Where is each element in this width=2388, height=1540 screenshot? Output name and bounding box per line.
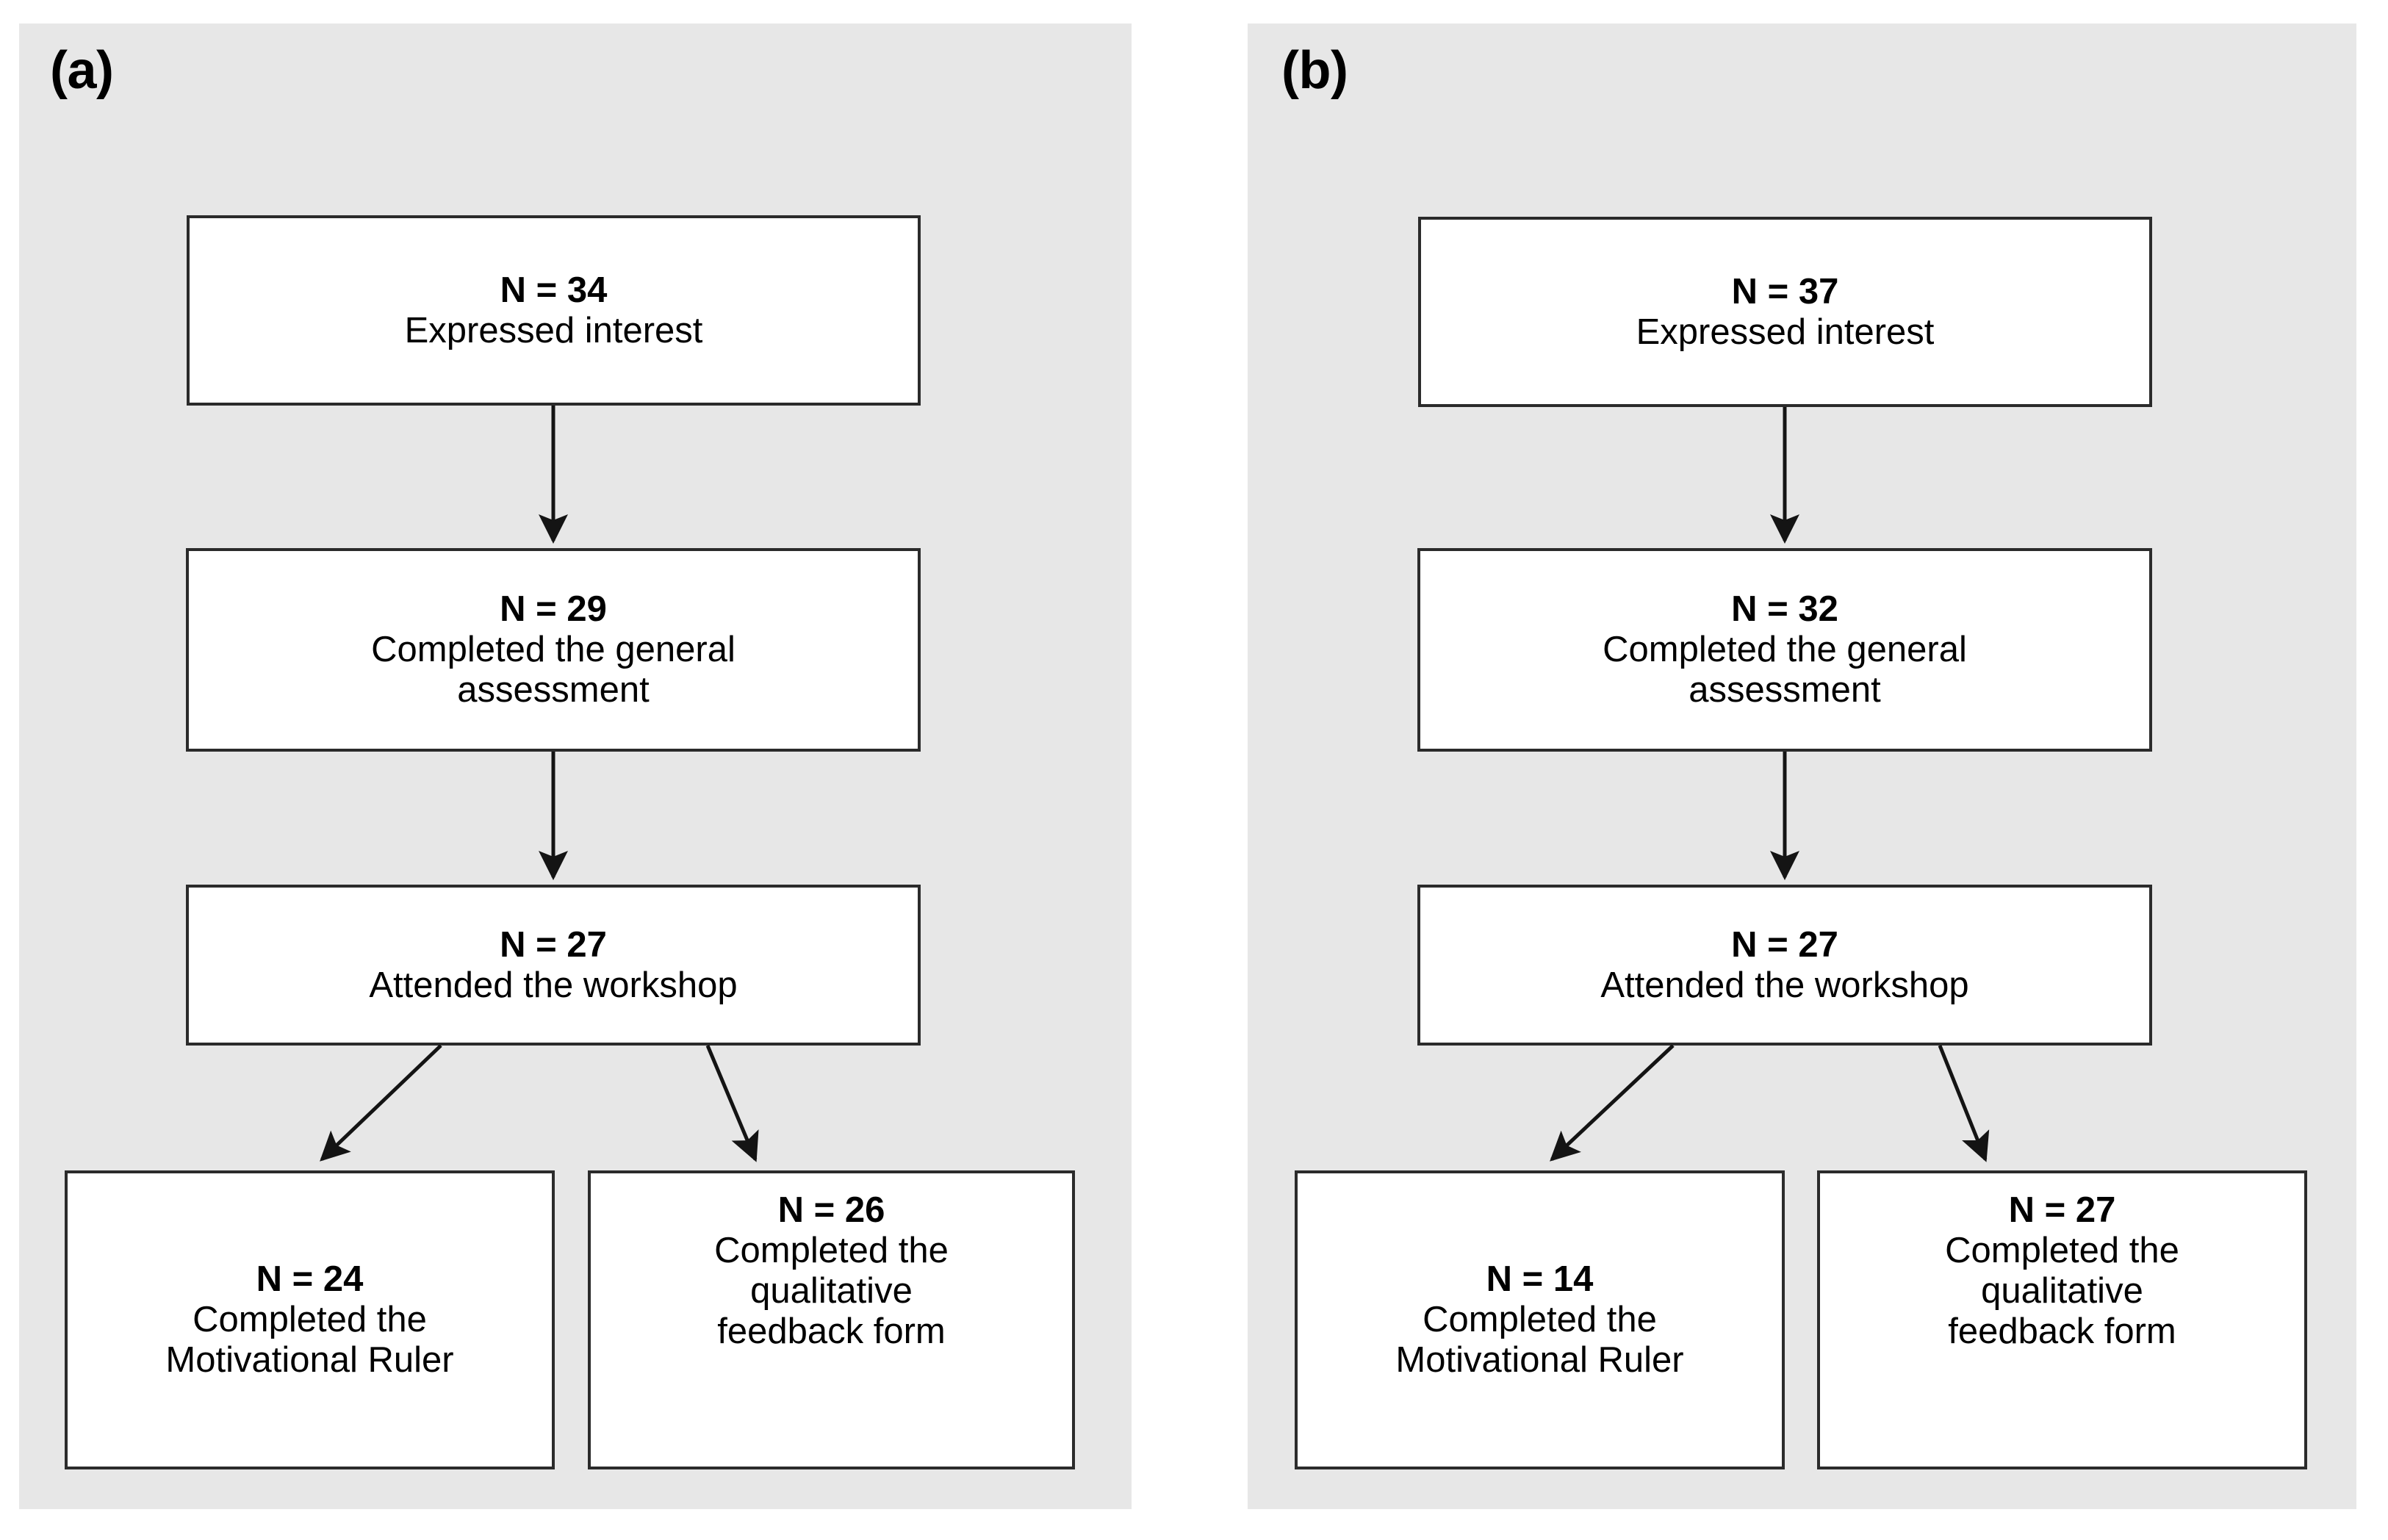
node-description-line-2: Motivational Ruler — [165, 1339, 454, 1380]
node-count: N = 14 — [1486, 1259, 1594, 1300]
node-b-expressed-interest: N = 37 Expressed interest — [1418, 217, 2152, 407]
node-count: N = 34 — [500, 270, 608, 310]
node-count: N = 27 — [1731, 924, 1838, 965]
node-description: Expressed interest — [404, 310, 703, 350]
node-description-line-2: assessment — [1688, 669, 1881, 710]
node-a-attended-workshop-body: N = 27 Attended the workshop — [201, 925, 906, 1006]
node-description-line-1: Completed the general — [1603, 630, 1967, 670]
node-b-completed-motivational-ruler: N = 14 Completed the Motivational Ruler — [1295, 1170, 1785, 1469]
node-count: N = 26 — [777, 1190, 885, 1230]
node-a-completed-feedback-form-body: N = 26 Completed the qualitative feedbac… — [601, 1190, 1062, 1352]
node-a-completed-general-assessment-body: N = 29 Completed the general assessment — [201, 589, 906, 710]
node-a-completed-motivational-ruler-body: N = 24 Completed the Motivational Ruler — [78, 1259, 542, 1381]
node-description-line-2: assessment — [457, 669, 650, 710]
node-count: N = 29 — [500, 589, 607, 630]
node-a-expressed-interest-body: N = 34 Expressed interest — [201, 270, 906, 351]
node-b-attended-workshop: N = 27 Attended the workshop — [1417, 885, 2152, 1046]
node-description: Attended the workshop — [369, 965, 738, 1005]
node-description: Expressed interest — [1636, 312, 1935, 352]
node-b-expressed-interest-body: N = 37 Expressed interest — [1433, 272, 2137, 353]
node-description-line-1: Completed the — [1423, 1300, 1657, 1340]
node-description-line-2: qualitative — [1981, 1270, 2143, 1311]
node-description: Attended the workshop — [1600, 965, 1969, 1005]
node-description-line-3: feedback form — [1948, 1311, 2176, 1351]
node-a-completed-general-assessment: N = 29 Completed the general assessment — [186, 548, 921, 752]
node-b-completed-general-assessment: N = 32 Completed the general assessment — [1417, 548, 2152, 752]
node-b-attended-workshop-body: N = 27 Attended the workshop — [1432, 925, 2137, 1006]
node-a-expressed-interest: N = 34 Expressed interest — [187, 215, 921, 406]
node-b-completed-motivational-ruler-body: N = 14 Completed the Motivational Ruler — [1308, 1259, 1772, 1381]
node-count: N = 27 — [2008, 1190, 2116, 1230]
node-a-completed-motivational-ruler: N = 24 Completed the Motivational Ruler — [65, 1170, 555, 1469]
node-description-line-1: Completed the — [193, 1300, 427, 1340]
node-b-completed-feedback-form: N = 27 Completed the qualitative feedbac… — [1817, 1170, 2307, 1469]
node-description-line-3: feedback form — [717, 1311, 946, 1351]
node-count: N = 32 — [1731, 589, 1838, 630]
node-count: N = 24 — [256, 1259, 364, 1300]
panel-a-label: (a) — [50, 41, 114, 100]
node-description-line-1: Completed the — [714, 1230, 949, 1270]
node-b-completed-general-assessment-body: N = 32 Completed the general assessment — [1432, 589, 2137, 710]
panel-b-label: (b) — [1281, 41, 1348, 100]
node-description-line-1: Completed the general — [371, 630, 736, 670]
node-description-line-2: Motivational Ruler — [1395, 1339, 1684, 1380]
node-a-completed-feedback-form: N = 26 Completed the qualitative feedbac… — [588, 1170, 1075, 1469]
node-count: N = 27 — [500, 924, 607, 965]
node-description-line-1: Completed the — [1945, 1230, 2179, 1270]
node-b-completed-feedback-form-body: N = 27 Completed the qualitative feedbac… — [1830, 1190, 2294, 1352]
node-description-line-2: qualitative — [750, 1270, 913, 1311]
node-count: N = 37 — [1731, 271, 1839, 312]
node-a-attended-workshop: N = 27 Attended the workshop — [186, 885, 921, 1046]
